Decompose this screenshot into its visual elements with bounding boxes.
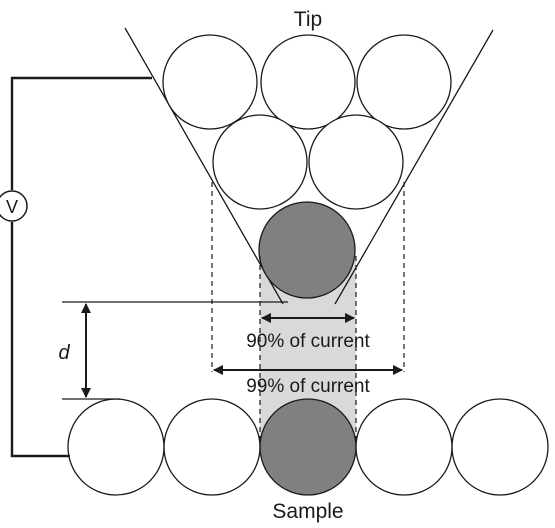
circuit-wire	[10, 222, 70, 458]
sample-atom	[355, 398, 453, 496]
tip-apex-atom	[258, 201, 356, 299]
current-boundaries	[211, 182, 405, 441]
tip-atom	[212, 114, 308, 210]
tip-atoms	[162, 34, 452, 210]
tip-atom	[356, 34, 452, 130]
distance-label: d	[58, 342, 70, 364]
tip-atom	[162, 34, 258, 130]
tip-atom	[308, 114, 404, 210]
sample-atom	[451, 398, 549, 496]
tip-atom	[260, 34, 356, 130]
voltmeter-label: V	[6, 197, 18, 217]
sample-atom	[163, 398, 261, 496]
tip-cone-right-edge	[334, 29, 494, 305]
sample-central-atom	[259, 398, 357, 496]
tip-cone-left-edge	[124, 27, 284, 305]
sample-atoms	[67, 398, 549, 496]
sample-atom	[67, 398, 165, 496]
sample-label: Sample	[272, 500, 343, 523]
tip-label: Tip	[294, 8, 322, 31]
current-90-label: 90% of current	[246, 331, 370, 352]
voltmeter-symbol	[0, 190, 28, 222]
current-99-label: 99% of current	[246, 376, 370, 397]
circuit-wire	[10, 76, 152, 190]
